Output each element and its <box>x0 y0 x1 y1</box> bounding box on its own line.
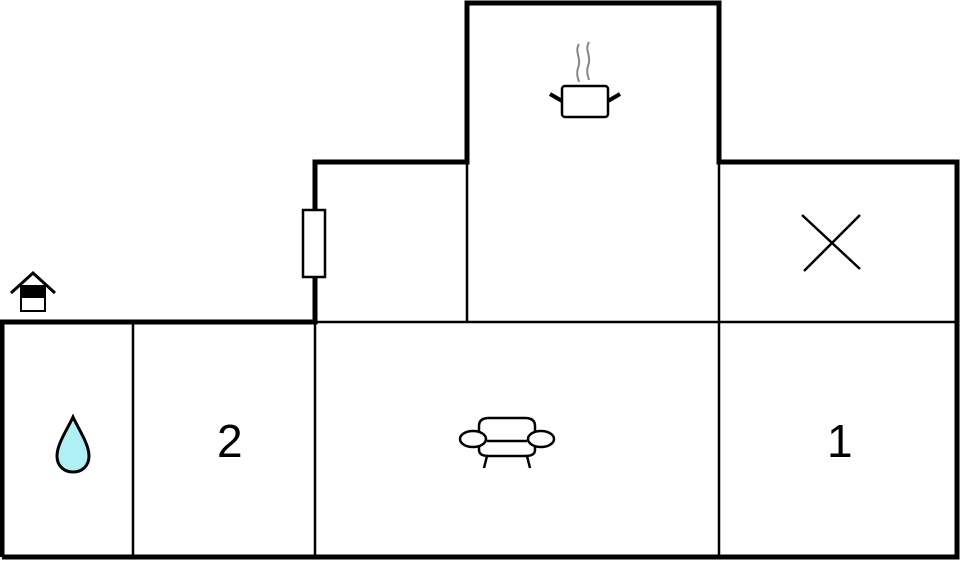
room-hallway <box>317 164 465 320</box>
house-entrance-icon <box>9 270 57 312</box>
water-drop-icon <box>55 414 91 474</box>
cooking-pot-icon <box>548 41 622 119</box>
room-label-2: 2 <box>217 415 243 467</box>
door-icon <box>301 208 327 279</box>
cross-icon <box>801 214 861 272</box>
sofa-icon <box>458 416 556 469</box>
interior-walls <box>131 162 957 557</box>
room-label-1: 1 <box>827 415 853 467</box>
